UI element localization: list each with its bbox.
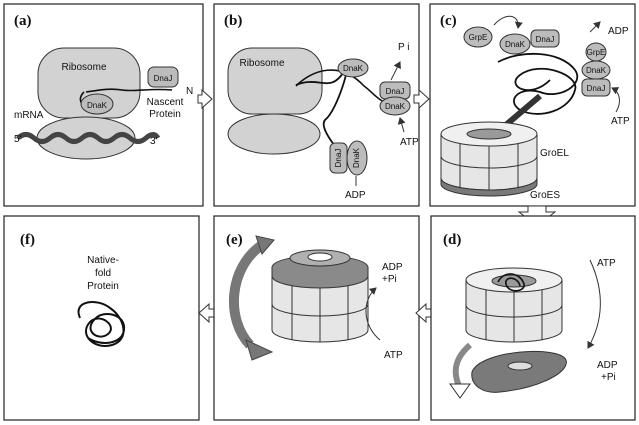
arrow-d-to-e — [415, 302, 432, 324]
groes-release-arrow-head — [449, 383, 471, 399]
atp-adp-arrow-d — [587, 259, 601, 349]
panel-a: (a) Ribosome DnaK DnaJ N Nascent Protein… — [3, 3, 204, 207]
panel-c-dnak-label: DnaK — [505, 40, 526, 49]
panel-b-pi-label: P i — [398, 42, 410, 53]
dnaj-blob — [147, 66, 179, 88]
released-groes-hole-d — [507, 361, 533, 371]
panel-c-adp-label: ADP — [608, 26, 629, 37]
panel-b-letter: (b) — [224, 13, 242, 29]
grpe-binding-arrow — [493, 15, 523, 29]
panel-b-dnaj-right-label: DnaJ — [386, 87, 405, 96]
panel-d-letter: (d) — [443, 232, 461, 248]
panel-a-letter: (a) — [14, 13, 32, 29]
panel-a-dnak-label: DnaK — [87, 101, 108, 110]
lid-rotation-head-bottom — [245, 339, 274, 361]
panel-a-five-prime: 5' — [14, 134, 22, 145]
atp-in-arrow — [397, 117, 406, 133]
pi-release-arrow — [390, 61, 401, 81]
panel-a-protein-label: Protein — [149, 109, 181, 120]
panel-c: (c) GrpE DnaK DnaJ ADP GrpE DnaK DnaJ AT… — [429, 3, 636, 207]
arrow-e-to-f — [198, 302, 215, 324]
dnak-blob-c — [499, 33, 531, 55]
panel-d: (d) ATP ADP +Pi — [430, 215, 636, 421]
adp-out-arrow-c — [589, 21, 601, 33]
panel-c-grpe-left-label: GrpE — [469, 33, 488, 42]
panel-b-ribosome-label: Ribosome — [239, 58, 284, 69]
nascent-chain-b — [295, 67, 348, 151]
panel-d-atp-label: ATP — [597, 258, 616, 269]
dnaj-right-blob-c — [581, 78, 611, 97]
lid-rotation-arrow — [228, 240, 266, 349]
released-groes-d — [471, 350, 567, 393]
panel-a-ribosome-label: Ribosome — [61, 62, 106, 73]
panel-f: (f) Native- fold Protein — [3, 215, 200, 421]
panel-b-dnak-top-label: DnaK — [343, 64, 364, 73]
panel-d-adp-label: ADP — [597, 360, 618, 371]
dnak-right-blob — [379, 96, 411, 116]
panel-a-mrna-label: mRNA — [14, 110, 44, 121]
ribosome-small-subunit-b — [227, 113, 321, 155]
panel-b: (b) Ribosome DnaK P i DnaJ DnaK ATP DnaJ… — [213, 3, 420, 207]
atp-in-arrow-c — [611, 87, 620, 113]
lid-rotation-head-top — [255, 235, 275, 255]
panel-b-dnak-left-label: DnaK — [352, 147, 361, 168]
arrow-a-to-b — [197, 88, 213, 110]
panel-c-grpe-right-label: GrpE — [587, 48, 606, 57]
panel-e-pi-label: +Pi — [382, 274, 397, 285]
panel-a-n-terminus: N — [186, 86, 193, 97]
panel-b-adp-label: ADP — [345, 190, 366, 201]
dnaj-blob-c — [530, 29, 560, 48]
panel-a-nascent-label: Nascent — [147, 97, 184, 108]
mrna-strand — [16, 132, 161, 144]
panel-e: (e) ADP +Pi ATP — [213, 215, 420, 421]
panel-e-adp-label: ADP — [382, 262, 403, 273]
dnak-blob — [80, 93, 114, 115]
panel-c-dnaj-label: DnaJ — [536, 35, 555, 44]
groes-hole-e — [307, 252, 333, 262]
arrow-b-to-c — [413, 88, 430, 110]
panel-c-dnak-right-label: DnaK — [586, 66, 607, 75]
panel-b-dnaj-left-label: DnaJ — [334, 149, 343, 168]
panel-a-three-prime: 3' — [150, 136, 158, 147]
dnak-left-blob — [346, 140, 368, 176]
native-folded-protein — [77, 301, 126, 347]
nascent-chain — [85, 88, 173, 93]
grpe-left-blob — [463, 26, 493, 48]
panel-c-groel-label: GroEL — [540, 148, 569, 159]
panel-e-atp-label: ATP — [384, 350, 403, 361]
panel-c-groes-label: GroES — [530, 190, 560, 201]
panel-c-dnaj-right-label: DnaJ — [587, 84, 606, 93]
encapsulated-chain-d — [497, 273, 525, 292]
panel-f-label-line3: Protein — [87, 281, 119, 292]
panel-a-dnaj-label: DnaJ — [154, 74, 173, 83]
panel-b-atp-label: ATP — [400, 137, 419, 148]
dnak-top-blob — [337, 58, 369, 78]
groel-cavity — [466, 128, 512, 140]
panel-d-pi-label: +Pi — [601, 372, 616, 383]
nascent-chain-b2 — [295, 69, 385, 103]
panel-f-label-line1: Native- — [87, 255, 119, 266]
panel-e-letter: (e) — [226, 232, 243, 248]
atp-adp-exchange-arrow-e — [365, 287, 381, 341]
groes-cap — [440, 177, 538, 197]
panel-c-atp-label: ATP — [611, 116, 630, 127]
panel-f-label-line2: fold — [95, 268, 111, 279]
panel-b-dnak-right-label: DnaK — [385, 102, 406, 111]
panel-c-letter: (c) — [440, 13, 457, 29]
panel-f-letter: (f) — [20, 232, 35, 248]
